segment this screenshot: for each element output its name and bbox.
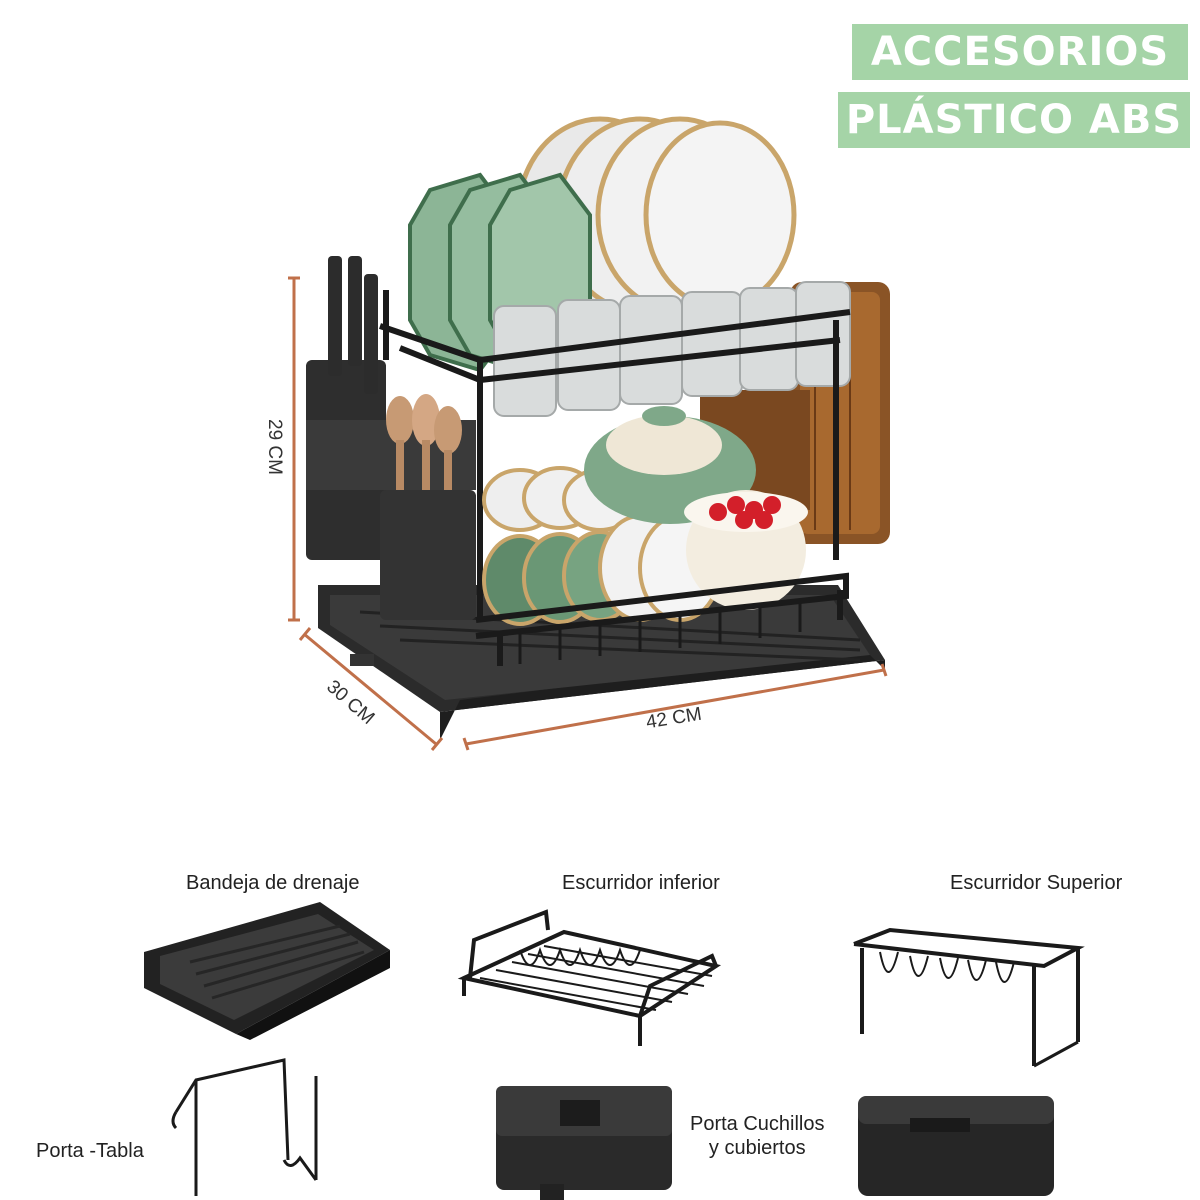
lower-rack-wires xyxy=(518,600,802,664)
dish-rack-main-image xyxy=(306,116,890,740)
drain-tray-part-image xyxy=(144,902,390,1040)
utensil-holder xyxy=(306,256,476,620)
depth-line xyxy=(303,632,437,746)
knife-holder-label-line1: Porta Cuchillos xyxy=(690,1113,825,1135)
material-badge: PLÁSTICO ABS xyxy=(838,92,1190,148)
cutlery-holder-part-image xyxy=(858,1096,1054,1196)
upper-rack-frame xyxy=(379,290,851,620)
knife-holder-part-image xyxy=(496,1086,672,1200)
knife-holder-label: Porta Cuchillos y cubiertos xyxy=(690,1112,825,1160)
board-holder-part-image xyxy=(171,1058,318,1196)
drain-tray-label: Bandeja de drenaje xyxy=(186,872,360,894)
knife-holder-label-line2: y cubiertos xyxy=(708,1137,806,1159)
lower-dishes xyxy=(482,406,808,626)
dimension-lines xyxy=(288,276,888,751)
width-line xyxy=(465,668,885,746)
lower-rack-frame xyxy=(475,572,849,666)
lower-rack-label: Escurridor inferior xyxy=(562,872,720,894)
upper-rack-part-image xyxy=(853,927,1085,1068)
board-holder-label: Porta -Tabla xyxy=(36,1140,144,1162)
accessories-badge: ACCESORIOS xyxy=(852,24,1188,80)
height-dimension-label: 29 CM xyxy=(263,419,285,475)
upper-rack-label: Escurridor Superior xyxy=(950,872,1123,894)
lower-rack-part-image xyxy=(457,909,722,1046)
